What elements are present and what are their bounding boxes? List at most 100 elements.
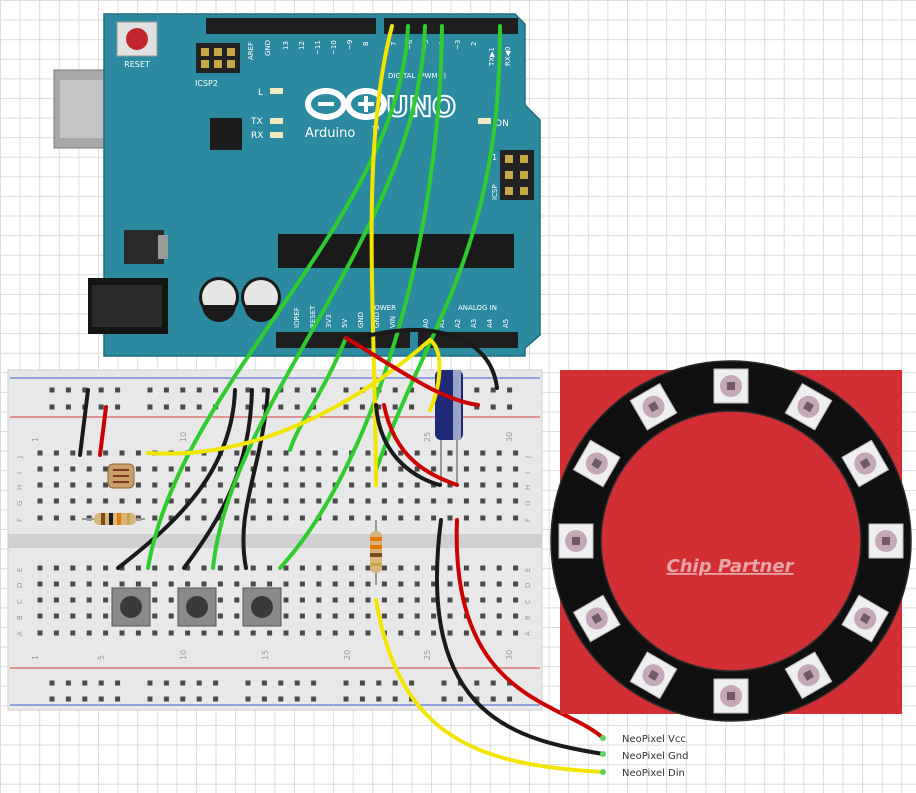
breadboard-hole xyxy=(441,680,447,686)
breadboard-hole xyxy=(398,498,404,504)
digital-label: DIGITAL (PWM~) xyxy=(388,72,446,80)
breadboard-hole xyxy=(86,581,92,587)
breadboard-hole xyxy=(359,680,365,686)
breadboard-hole xyxy=(513,498,519,504)
breadboard-hole xyxy=(283,581,289,587)
breadboard-hole xyxy=(409,387,415,393)
breadboard-hole xyxy=(103,466,109,472)
breadboard-hole xyxy=(168,581,174,587)
breadboard-hole xyxy=(70,450,76,456)
breadboard-hole xyxy=(70,581,76,587)
breadboard-hole xyxy=(311,680,317,686)
breadboard-hole xyxy=(414,630,420,636)
breadboard-hole xyxy=(147,387,153,393)
breadboard-hole xyxy=(365,630,371,636)
breadboard-hole xyxy=(316,613,322,619)
breadboard-hole xyxy=(201,498,207,504)
breadboard-hole xyxy=(490,404,496,410)
breadboard-hole xyxy=(332,581,338,587)
breadboard-hole xyxy=(250,498,256,504)
breadboard-hole xyxy=(332,613,338,619)
breadboard-hole xyxy=(86,482,92,488)
col-label-bot-10: 10 xyxy=(179,650,188,660)
breadboard-hole xyxy=(98,387,104,393)
breadboard-hole xyxy=(185,565,191,571)
breadboard-hole xyxy=(98,404,104,410)
breadboard-hole xyxy=(490,680,496,686)
breadboard-hole xyxy=(376,696,382,702)
breadboard-hole xyxy=(490,696,496,702)
breadboard-hole xyxy=(250,581,256,587)
breadboard-hole xyxy=(53,498,59,504)
pin-gnd1-label: GND xyxy=(357,312,365,328)
col-label-top-10: 10 xyxy=(179,432,188,442)
breadboard-hole xyxy=(365,450,371,456)
center-channel xyxy=(8,534,542,548)
breadboard-hole xyxy=(496,565,502,571)
breadboard-hole xyxy=(447,466,453,472)
breadboard-hole xyxy=(283,498,289,504)
watermark-text: Chip Partner xyxy=(667,556,795,577)
breadboard-hole xyxy=(217,613,223,619)
breadboard-hole xyxy=(234,597,240,603)
breadboard-hole xyxy=(234,630,240,636)
breadboard-hole xyxy=(299,565,305,571)
breadboard-hole xyxy=(70,515,76,521)
breadboard-hole xyxy=(147,696,153,702)
neopixel-led xyxy=(572,439,621,488)
breadboard-hole xyxy=(392,404,398,410)
push-button-2[interactable] xyxy=(177,587,217,627)
analog-label: ANALOG IN xyxy=(458,304,497,312)
breadboard-hole xyxy=(168,498,174,504)
wire-black-rail xyxy=(78,388,90,457)
push-button-1[interactable] xyxy=(111,587,151,627)
breadboard-hole xyxy=(480,613,486,619)
row-j-right: J xyxy=(524,456,532,459)
breadboard-hole xyxy=(283,630,289,636)
breadboard-hole xyxy=(103,613,109,619)
neopixel-led xyxy=(572,594,621,643)
label-neopixel-vcc: NeoPixel Vcc xyxy=(622,734,686,745)
breadboard-hole xyxy=(431,597,437,603)
breadboard-hole xyxy=(316,482,322,488)
breadboard-hole xyxy=(234,613,240,619)
breadboard-hole xyxy=(267,450,273,456)
breadboard-hole xyxy=(180,696,186,702)
row-letters: J I H G F E D C B A J I H G F E D C B A xyxy=(16,456,532,636)
breadboard-hole xyxy=(37,630,43,636)
row-i-right: I xyxy=(524,472,532,474)
breadboard-hole xyxy=(70,565,76,571)
breadboard-hole xyxy=(513,515,519,521)
breadboard-hole xyxy=(201,466,207,472)
breadboard-hole xyxy=(474,680,480,686)
breadboard-hole xyxy=(135,482,141,488)
breadboard-hole xyxy=(267,581,273,587)
breadboard-hole xyxy=(53,515,59,521)
breadboard-hole xyxy=(294,387,300,393)
breadboard-hole xyxy=(381,498,387,504)
breadboard-hole xyxy=(332,515,338,521)
breadboard-hole xyxy=(53,565,59,571)
breadboard-hole xyxy=(86,565,92,571)
breadboard-hole xyxy=(507,404,513,410)
push-button-3[interactable] xyxy=(242,587,282,627)
breadboard-hole xyxy=(349,613,355,619)
pin-9-label: ~9 xyxy=(346,40,354,50)
breadboard-hole xyxy=(86,613,92,619)
photoresistor xyxy=(107,463,135,489)
breadboard-hole xyxy=(53,597,59,603)
breadboard-hole xyxy=(316,581,322,587)
breadboard-hole xyxy=(65,696,71,702)
breadboard-hole xyxy=(299,466,305,472)
breadboard-hole xyxy=(65,387,71,393)
breadboard-hole xyxy=(185,466,191,472)
breadboard-hole xyxy=(474,696,480,702)
breadboard-hole xyxy=(463,498,469,504)
breadboard-hole xyxy=(278,696,284,702)
icsp-header xyxy=(500,150,534,200)
breadboard-hole xyxy=(332,450,338,456)
breadboard-hole xyxy=(37,581,43,587)
col-label-top-30: 30 xyxy=(505,432,514,442)
breadboard-hole xyxy=(311,696,317,702)
wire-black-gnd-2 xyxy=(374,403,442,487)
